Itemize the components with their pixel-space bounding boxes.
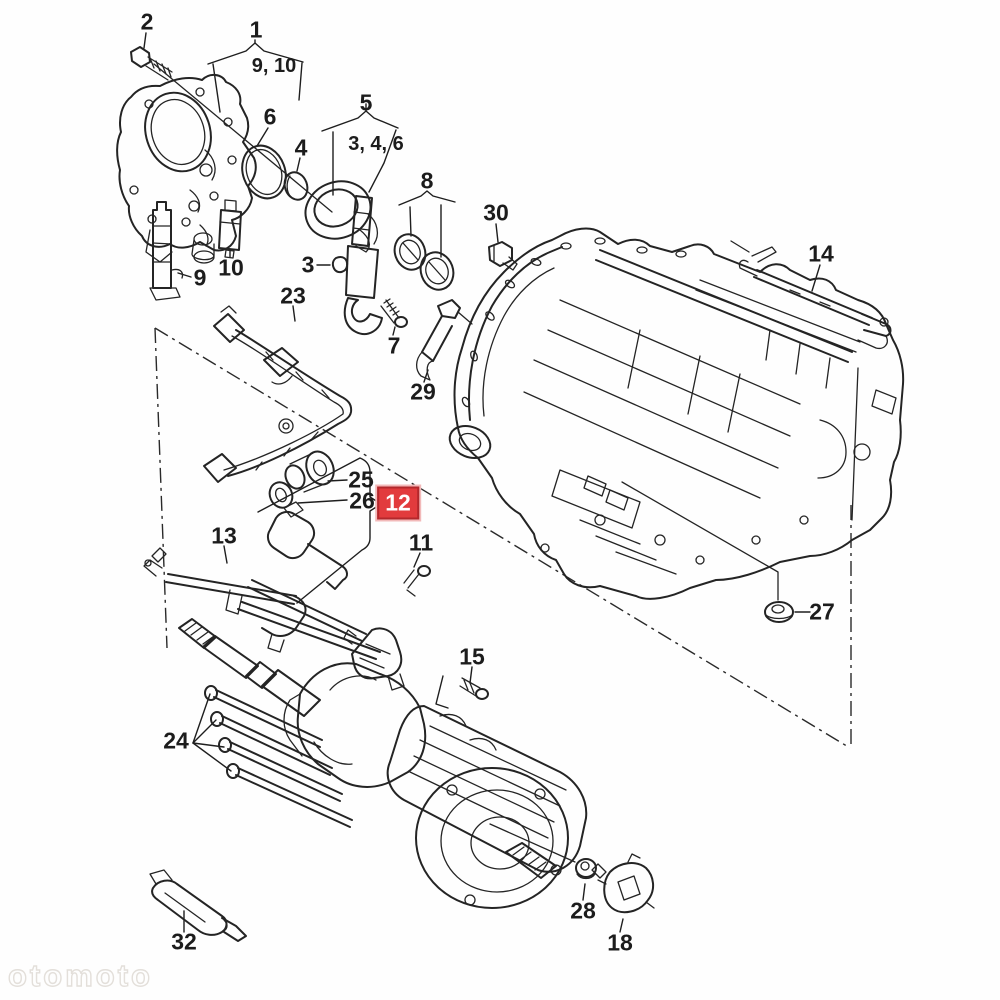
part-label-10: 10: [218, 254, 244, 281]
bracket-rail: [730, 240, 892, 350]
part-label-29: 29: [410, 378, 436, 405]
small-bottom-parts: [149, 853, 655, 942]
part-label-1g: 9, 10: [251, 55, 297, 77]
part-label-6: 6: [263, 103, 277, 130]
leader-lines: [143, 32, 821, 933]
automatic-transmission-housing: [448, 227, 905, 623]
part-label-28: 28: [570, 897, 596, 924]
part-label-30: 30: [483, 199, 509, 226]
part-label-11: 11: [408, 529, 434, 556]
part-label-2: 2: [140, 8, 154, 35]
part-label-25: 25: [348, 466, 374, 493]
part-label-7: 7: [387, 332, 401, 359]
seal-and-plug-parts: [393, 233, 518, 381]
part-label-9: 9: [193, 264, 207, 291]
part-label-15: 15: [459, 643, 485, 670]
manual-gearbox: [178, 618, 588, 909]
part-label-18: 18: [607, 929, 633, 956]
part-label-13: 13: [211, 522, 237, 549]
part-label-12-highlighted: 12: [377, 486, 419, 520]
selector-bracket-assembly: [143, 547, 431, 691]
part-label-32: 32: [171, 928, 197, 955]
part-label-5: 5: [359, 89, 373, 116]
part-label-8: 8: [420, 167, 434, 194]
part-label-1: 1: [249, 16, 263, 43]
part-label-5g: 3, 4, 6: [348, 133, 404, 155]
watermark: otomoto: [7, 957, 153, 993]
part-label-14: 14: [808, 240, 834, 267]
group-12-parts: [266, 450, 348, 590]
part-label-26: 26: [349, 487, 375, 514]
phantom-boundary-lines: [154, 327, 852, 749]
part-label-23: 23: [280, 282, 306, 309]
part-label-3: 3: [301, 251, 315, 278]
part-label-4: 4: [294, 134, 308, 161]
wiring-harness: [203, 305, 353, 483]
part-label-24: 24: [163, 727, 189, 754]
part-label-27: 27: [809, 598, 835, 625]
cover-plate-assembly: [116, 46, 408, 336]
